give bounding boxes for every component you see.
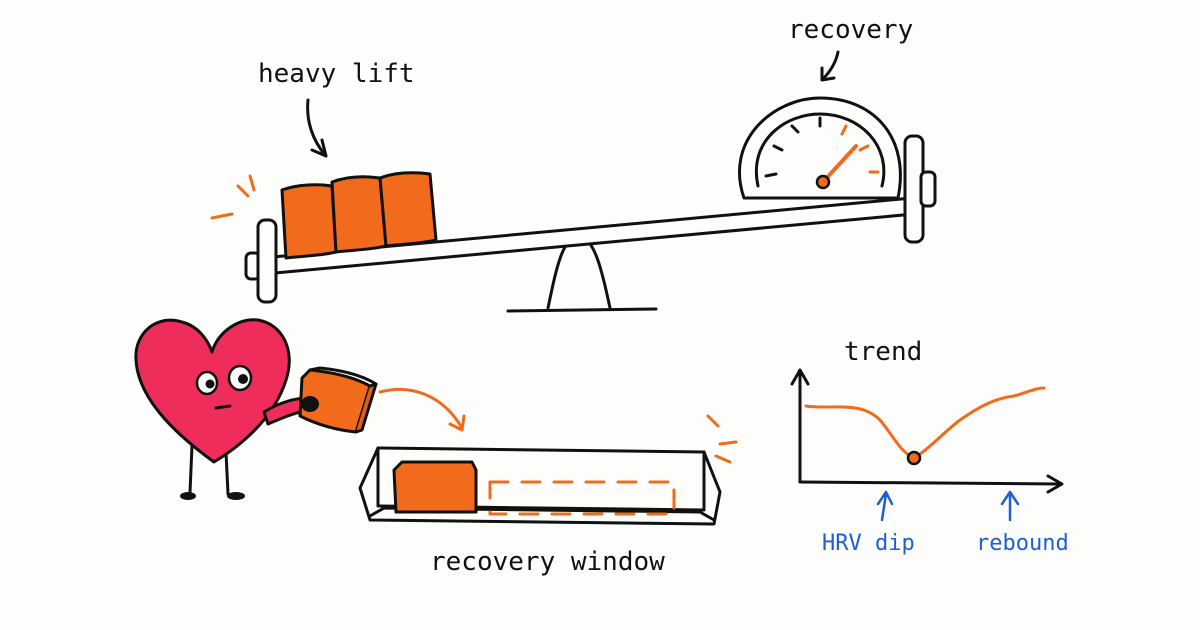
gauge-dial — [754, 112, 886, 188]
gauge-body — [738, 96, 902, 200]
drop-arrow — [378, 387, 466, 432]
heart-leg — [224, 450, 230, 496]
weight-block — [378, 171, 438, 248]
recovery-gauge — [738, 96, 902, 200]
recovery-arrow — [820, 50, 840, 82]
trend-dip-point — [906, 450, 922, 466]
heart-foot — [227, 492, 245, 500]
weight-block — [280, 183, 338, 260]
tray-block — [392, 460, 478, 514]
hrv-dip-label: HRV dip — [822, 531, 915, 556]
trend-line — [804, 386, 1046, 460]
seesaw — [244, 134, 937, 313]
hrv-dip-arrow — [876, 490, 894, 522]
tray-rim — [368, 506, 716, 522]
right-plate-outer — [919, 170, 937, 208]
left-plate-inner — [256, 218, 278, 304]
trend-y-axis — [790, 368, 810, 484]
trend-chart: trend HRV dip rebound — [790, 337, 1069, 556]
emphasis-marks — [210, 174, 256, 220]
gauge-pivot — [815, 174, 831, 190]
heart-hand — [301, 396, 319, 412]
recovery-label: recovery — [788, 15, 913, 45]
heavy-blocks — [280, 171, 438, 260]
recovery-window-label: recovery window — [430, 547, 665, 577]
rebound-label: rebound — [976, 531, 1069, 556]
rebound-arrow — [1000, 490, 1020, 522]
heart-foot — [180, 492, 196, 500]
trend-title: trend — [844, 337, 922, 367]
recovery-window-tray — [358, 446, 722, 526]
ground-line — [506, 307, 658, 313]
tray-emphasis-marks — [706, 414, 738, 464]
empty-slot — [488, 480, 676, 516]
heart-mouth — [214, 404, 232, 410]
heart-character — [134, 318, 378, 500]
heavy-lift-label: heavy lift — [258, 59, 415, 89]
tray-inner — [376, 446, 706, 512]
weight-block — [330, 175, 388, 254]
trend-x-axis — [798, 474, 1064, 494]
gauge-needle — [821, 144, 858, 184]
heart-leg — [188, 444, 194, 494]
heavy-lift-arrow — [306, 98, 328, 158]
